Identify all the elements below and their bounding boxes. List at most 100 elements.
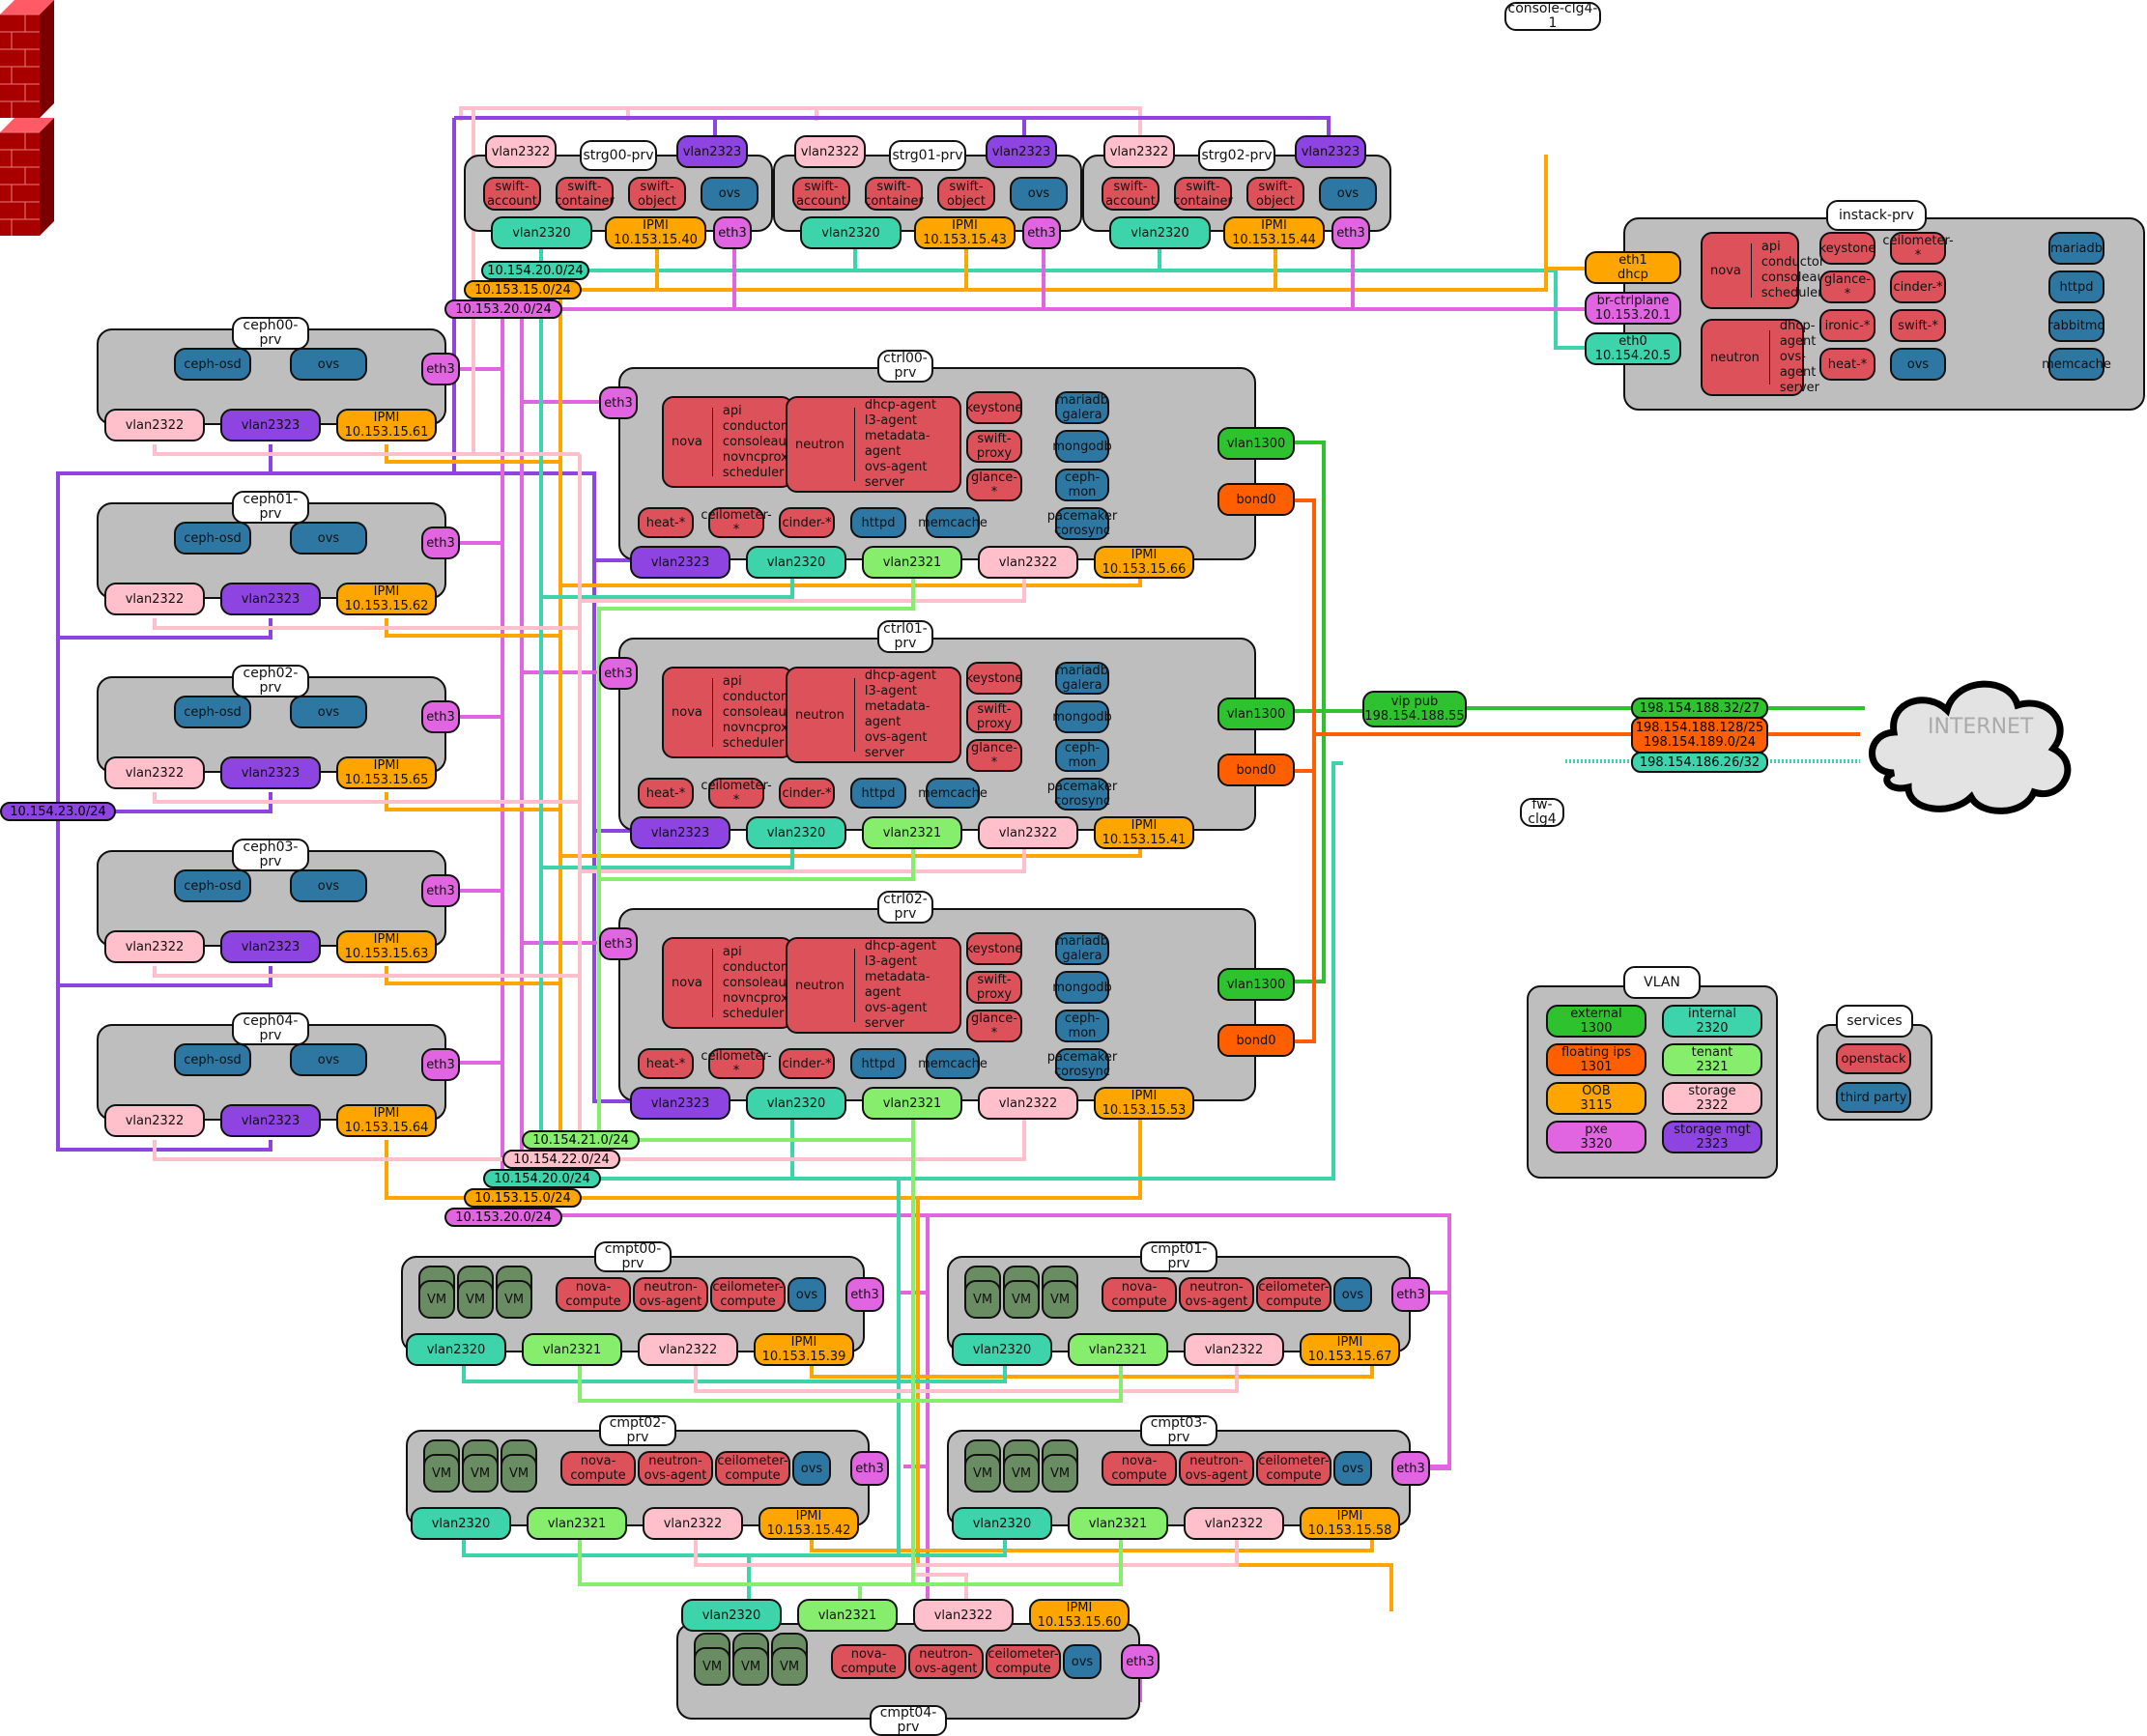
nic-interface[interactable]: eth3 xyxy=(599,657,638,690)
ipmi-interface[interactable]: IPMI 10.153.15.63 xyxy=(336,930,437,963)
wire-stormgt-ceph03 xyxy=(58,966,272,987)
vlan-interface[interactable]: vlan2323 xyxy=(630,816,730,849)
ipmi-interface[interactable]: IPMI 10.153.15.64 xyxy=(336,1104,437,1137)
vlan-interface[interactable]: vlan2323 xyxy=(220,756,321,789)
service-third-party: ovs xyxy=(1333,1451,1372,1486)
nova-components: api conductor consoleauth novncproxy sch… xyxy=(722,403,800,480)
nic-interface[interactable]: eth3 xyxy=(421,526,460,559)
vlan-interface[interactable]: vlan2323 xyxy=(1295,135,1366,168)
wire-storage-ceph02 xyxy=(153,792,580,804)
vlan-interface[interactable]: vlan2322 xyxy=(104,1104,205,1137)
bond-interface[interactable]: bond0 xyxy=(1217,1024,1295,1057)
vlan-interface[interactable]: vlan2321 xyxy=(527,1507,627,1540)
vlan-interface[interactable]: vlan2320 xyxy=(411,1507,511,1540)
vlan-interface[interactable]: vlan2320 xyxy=(952,1333,1052,1366)
vlan-interface[interactable]: vlan2322 xyxy=(978,816,1078,849)
nic-interface[interactable]: eth3 xyxy=(599,386,638,419)
vlan-interface[interactable]: vlan2322 xyxy=(978,1087,1078,1120)
nic-interface[interactable]: eth3 xyxy=(421,353,460,385)
ipmi-interface[interactable]: IPMI 10.153.15.66 xyxy=(1094,546,1194,579)
vlan-interface[interactable]: vlan2322 xyxy=(1184,1507,1284,1540)
service-openstack: swift- container xyxy=(1173,177,1233,211)
ipmi-interface[interactable]: IPMI 10.153.15.61 xyxy=(336,409,437,441)
vlan-interface[interactable]: vlan2323 xyxy=(220,930,321,963)
nic-interface[interactable]: eth3 xyxy=(1121,1644,1159,1679)
ipmi-interface[interactable]: IPMI 10.153.15.40 xyxy=(605,216,706,249)
vlan-interface[interactable]: vlan2323 xyxy=(220,1104,321,1137)
vlan-interface[interactable]: vlan2321 xyxy=(862,1087,962,1120)
vlan-interface[interactable]: vlan2322 xyxy=(643,1507,743,1540)
vlan-interface[interactable]: vlan2320 xyxy=(1109,216,1211,249)
vlan-interface[interactable]: vlan2320 xyxy=(406,1333,506,1366)
vlan-interface[interactable]: vlan2323 xyxy=(630,546,730,579)
vlan-interface[interactable]: vlan2323 xyxy=(630,1087,730,1120)
vlan-interface[interactable]: vlan2320 xyxy=(746,546,846,579)
vlan-interface[interactable]: vlan2320 xyxy=(746,816,846,849)
nic-interface[interactable]: eth3 xyxy=(845,1277,884,1312)
vlan-interface[interactable]: vlan2323 xyxy=(986,135,1057,168)
vlan-interface[interactable]: vlan2323 xyxy=(220,409,321,441)
ipmi-interface[interactable]: IPMI 10.153.15.41 xyxy=(1094,816,1194,849)
vlan-interface[interactable]: vlan2320 xyxy=(952,1507,1052,1540)
interface[interactable]: eth0 10.154.20.5 xyxy=(1585,332,1681,365)
vlan-interface[interactable]: vlan2322 xyxy=(104,583,205,615)
vlan-interface[interactable]: vlan2322 xyxy=(485,135,557,168)
vip-interface[interactable]: vip pub 198.154.188.55 xyxy=(1362,691,1467,727)
nic-interface[interactable]: eth3 xyxy=(421,1048,460,1081)
nic-interface[interactable]: eth3 xyxy=(1022,216,1061,249)
nic-interface[interactable]: eth3 xyxy=(850,1451,889,1486)
vlan-interface[interactable]: vlan2321 xyxy=(862,816,962,849)
nic-interface[interactable]: eth3 xyxy=(1391,1277,1430,1312)
ipmi-interface[interactable]: IPMI 10.153.15.42 xyxy=(759,1507,859,1540)
ipmi-interface[interactable]: IPMI 10.153.15.53 xyxy=(1094,1087,1194,1120)
vlan-interface[interactable]: vlan2321 xyxy=(797,1599,898,1632)
vlan-interface[interactable]: vlan2321 xyxy=(1068,1507,1168,1540)
vlan-interface[interactable]: vlan2320 xyxy=(800,216,902,249)
vm-icon: VM xyxy=(771,1647,808,1686)
vlan-interface[interactable]: vlan2320 xyxy=(681,1599,782,1632)
interface[interactable]: br-ctrlplane 10.153.20.1 xyxy=(1585,292,1681,325)
vlan-interface[interactable]: vlan1300 xyxy=(1217,427,1295,460)
vlan-interface[interactable]: vlan2322 xyxy=(1184,1333,1284,1366)
bond-interface[interactable]: bond0 xyxy=(1217,483,1295,516)
vlan-interface[interactable]: vlan2321 xyxy=(862,546,962,579)
vlan-interface[interactable]: vlan2323 xyxy=(220,583,321,615)
ipmi-interface[interactable]: IPMI 10.153.15.60 xyxy=(1029,1599,1130,1632)
ipmi-interface[interactable]: IPMI 10.153.15.65 xyxy=(336,756,437,789)
vlan-interface[interactable]: vlan2322 xyxy=(1103,135,1175,168)
bond-interface[interactable]: bond0 xyxy=(1217,754,1295,786)
service-openstack: ceilometer- compute xyxy=(986,1644,1061,1679)
ipmi-interface[interactable]: IPMI 10.153.15.58 xyxy=(1300,1507,1400,1540)
service-third-party: ovs xyxy=(787,1277,826,1312)
vlan-interface[interactable]: vlan1300 xyxy=(1217,697,1295,730)
vlan-interface[interactable]: vlan2320 xyxy=(746,1087,846,1120)
vlan-interface[interactable]: vlan2321 xyxy=(1068,1333,1168,1366)
subnet-label: 10.154.23.0/24 xyxy=(0,802,116,821)
ipmi-interface[interactable]: IPMI 10.153.15.39 xyxy=(754,1333,854,1366)
ipmi-interface[interactable]: IPMI 10.153.15.67 xyxy=(1300,1333,1400,1366)
service-openstack: ceilometer- compute xyxy=(1256,1451,1331,1486)
vlan-interface[interactable]: vlan2322 xyxy=(913,1599,1014,1632)
nic-interface[interactable]: eth3 xyxy=(1391,1451,1430,1486)
nic-interface[interactable]: eth3 xyxy=(1331,216,1370,249)
legend-item: third party xyxy=(1836,1082,1911,1113)
ipmi-interface[interactable]: IPMI 10.153.15.43 xyxy=(914,216,1016,249)
ipmi-interface[interactable]: IPMI 10.153.15.44 xyxy=(1223,216,1325,249)
ipmi-interface[interactable]: IPMI 10.153.15.62 xyxy=(336,583,437,615)
vlan-interface[interactable]: vlan2320 xyxy=(491,216,592,249)
vlan-interface[interactable]: vlan2322 xyxy=(104,930,205,963)
vlan-interface[interactable]: vlan2321 xyxy=(522,1333,622,1366)
nic-interface[interactable]: eth3 xyxy=(421,874,460,907)
nic-interface[interactable]: eth3 xyxy=(713,216,752,249)
subnet-label: 10.154.22.0/24 xyxy=(502,1150,620,1169)
vlan-interface[interactable]: vlan2322 xyxy=(104,756,205,789)
vlan-interface[interactable]: vlan2322 xyxy=(104,409,205,441)
vlan-interface[interactable]: vlan2323 xyxy=(676,135,748,168)
vlan-interface[interactable]: vlan2322 xyxy=(794,135,866,168)
vlan-interface[interactable]: vlan1300 xyxy=(1217,968,1295,1001)
interface[interactable]: eth1 dhcp xyxy=(1585,251,1681,284)
nic-interface[interactable]: eth3 xyxy=(599,927,638,960)
vlan-interface[interactable]: vlan2322 xyxy=(638,1333,738,1366)
nic-interface[interactable]: eth3 xyxy=(421,700,460,733)
vlan-interface[interactable]: vlan2322 xyxy=(978,546,1078,579)
